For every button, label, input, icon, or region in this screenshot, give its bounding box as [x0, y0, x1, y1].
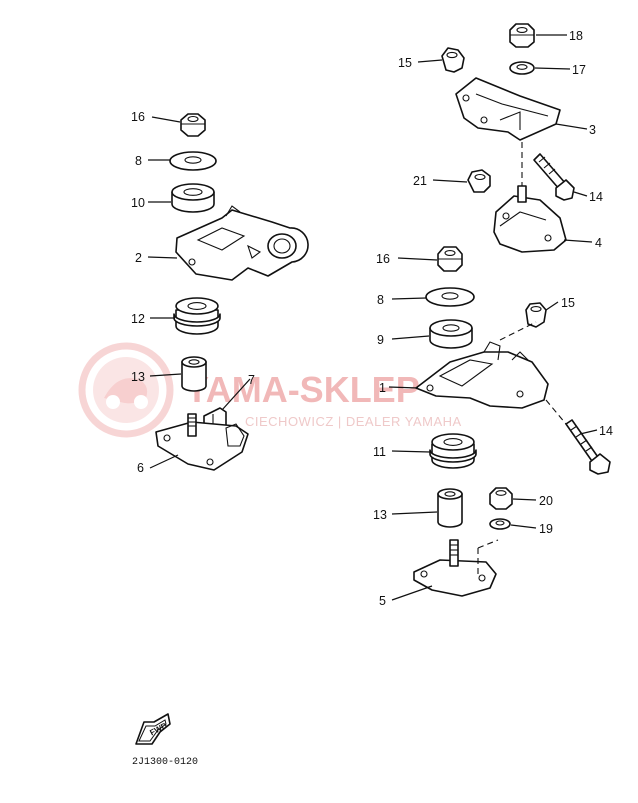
part-4-block [493, 185, 567, 253]
watermark-brand: YAMA-SKLEP [185, 369, 420, 410]
part-11-grommet [429, 433, 477, 469]
callout-14-lower: 14 [599, 424, 613, 438]
part-14-bolt-lower [545, 399, 611, 475]
part-1-bracket [415, 321, 549, 409]
callout-10-left: 10 [131, 196, 145, 210]
drawing-code: 2J1300-0120 [132, 757, 198, 768]
forward-arrow-icon: FWD [135, 713, 171, 745]
callout-14-upper: 14 [589, 190, 603, 204]
callout-11: 11 [373, 445, 386, 459]
part-10-collar-left [171, 183, 215, 213]
part-8-washer-left [169, 151, 217, 171]
callout-16-left: 16 [131, 110, 145, 124]
watermark: YAMA-SKLEP CIECHOWICZ | DEALER YAMAHA [78, 342, 462, 438]
part-18-nut [509, 23, 535, 48]
part-14-bolt-upper [533, 153, 575, 201]
part-17-washer [509, 61, 535, 75]
callout-8-right: 8 [377, 293, 384, 307]
part-5-plate [413, 539, 499, 597]
part-13-spacer-left [181, 356, 207, 392]
callout-13-right: 13 [373, 508, 387, 522]
callout-7-left: 7 [248, 373, 255, 387]
part-16-nut-left [180, 113, 206, 137]
callout-16-right: 16 [376, 252, 390, 266]
part-15-nut-upper [441, 47, 465, 73]
callout-18: 18 [569, 29, 583, 43]
callouts-left: 16 8 10 2 12 13 7 6 [131, 110, 255, 475]
callout-3: 3 [589, 123, 596, 137]
callout-17: 17 [572, 63, 586, 77]
part-16-nut-right [437, 246, 463, 272]
callout-20: 20 [539, 494, 553, 508]
callout-1: 1 [379, 381, 386, 395]
callout-5: 5 [379, 594, 386, 608]
part-13-spacer-right [437, 488, 463, 528]
callout-2-left: 2 [135, 251, 142, 265]
part-6-plate [155, 413, 249, 471]
part-3-bracket [455, 77, 561, 186]
callout-15-right: 15 [561, 296, 575, 310]
callout-6-left: 6 [137, 461, 144, 475]
part-12-grommet-left [173, 297, 221, 335]
part-2-bracket [175, 205, 309, 281]
callout-9: 9 [377, 333, 384, 347]
watermark-logo-icon [78, 342, 174, 438]
callout-13-left: 13 [131, 370, 145, 384]
callout-12-left: 12 [131, 312, 145, 326]
callout-8-left: 8 [135, 154, 142, 168]
callout-19: 19 [539, 522, 553, 536]
leader-lines-left [147, 116, 251, 469]
callout-15-upper: 15 [398, 56, 412, 70]
leader-lines-right [388, 34, 598, 601]
part-21-nut [467, 169, 491, 193]
callout-21: 21 [413, 174, 427, 188]
part-20-nut [489, 487, 513, 510]
callout-4: 4 [595, 236, 602, 250]
part-19-washer [489, 518, 511, 530]
watermark-dealer-line: CIECHOWICZ | DEALER YAMAHA [245, 414, 462, 429]
callouts-right: 18 15 17 3 21 14 4 16 8 15 9 1 14 11 13 … [373, 29, 613, 608]
part-9-collar [429, 319, 473, 349]
part-15-nut-right [525, 302, 547, 328]
part-8-washer-right [425, 287, 475, 307]
